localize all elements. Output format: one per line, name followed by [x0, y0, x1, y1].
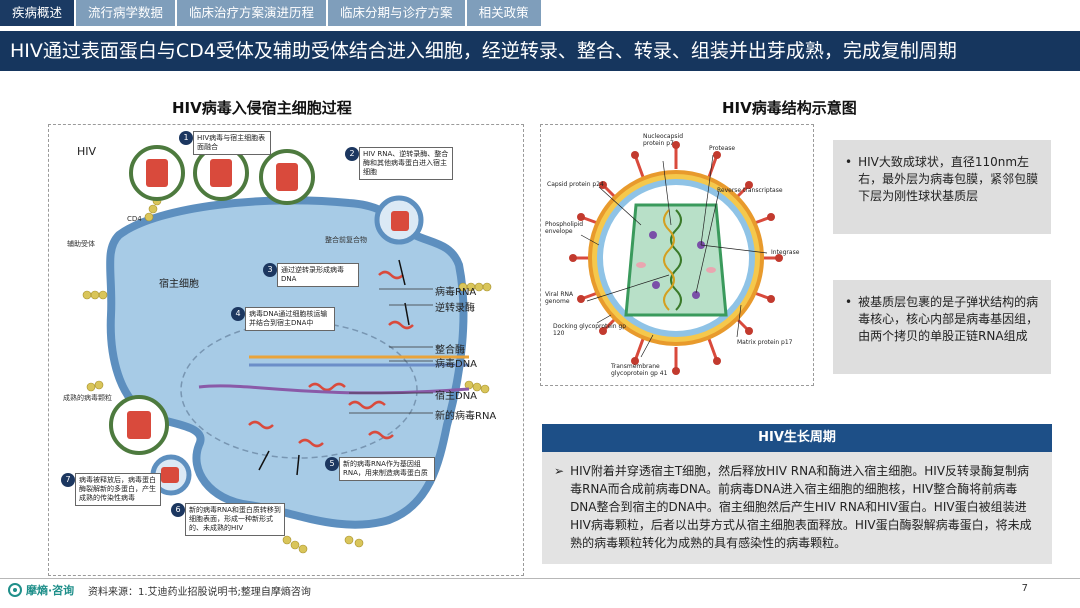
structure-info-2: • 被基质层包裹的是子弹状结构的病毒核心，核心内部是病毒基因组，由两个拷贝的单股… [833, 280, 1051, 374]
step-number: 5 [325, 457, 339, 471]
process-arrows [258, 259, 410, 476]
invasion-diagram: HIV CD4 辅助受体 宿主细胞 整合前复合物 病毒RNA 逆转录酶 整合酶 … [48, 124, 524, 576]
capsid [624, 203, 728, 317]
leader-lines [349, 288, 433, 414]
tab-policy[interactable]: 相关政策 [466, 0, 541, 26]
tab-disease-overview[interactable]: 疾病概述 [0, 0, 75, 26]
step-text: 新的病毒RNA和蛋白质转移到细胞表面，形成一种新形式的、未成熟的HIV [185, 503, 285, 536]
source-note: 资料来源：1.艾迪药业招股说明书;整理自摩熵咨询 [88, 587, 311, 598]
label-new-viral-rna: 新的病毒RNA [435, 411, 497, 422]
page-number: 7 [1021, 583, 1028, 594]
tab-epidemiology[interactable]: 流行病学数据 [76, 0, 176, 26]
spike-heads [569, 141, 783, 375]
top-tab-bar: 疾病概述 流行病学数据 临床治疗方案演进历程 临床分期与诊疗方案 相关政策 [0, 0, 1080, 26]
step-number: 4 [231, 307, 245, 321]
label-host-cell: 宿主细胞 [159, 279, 199, 290]
step-number: 6 [171, 503, 185, 517]
label-preintegration: 整合前复合物 [325, 236, 367, 244]
right-section-title: HIV病毒结构示意图 [722, 99, 857, 117]
arrow-bullet-icon: ➢ [554, 464, 565, 478]
structure-leader-lines [580, 154, 768, 358]
bullet-icon: • [845, 155, 853, 169]
tab-treatment-history[interactable]: 临床治疗方案演进历程 [177, 0, 327, 26]
life-cycle-body: ➢ HIV附着并穿透宿主T细胞，然后释放HIV RNA和酶进入宿主细胞。HIV反… [542, 452, 1052, 564]
label-viral-rna-struct: Viral RNA genome [545, 291, 574, 305]
step-number: 2 [345, 147, 359, 161]
left-section-title: HIV病毒入侵宿主细胞过程 [172, 99, 352, 117]
info-text: HIV大致成球状，直径110nm左右，最外层为病毒包膜，紧邻包膜下层为刚性球状基… [858, 155, 1039, 203]
logo-icon [8, 583, 22, 597]
tab-staging-diagnosis[interactable]: 临床分期与诊疗方案 [328, 0, 465, 26]
label-phospholipid: Phospholipid envelope [545, 221, 584, 235]
label-reverse-transcriptase-struct: Reverse transcriptase [717, 187, 783, 194]
virus-structure-diagram: Nucleocapsid protein p7 Protease Capsid … [540, 124, 814, 386]
step-6: 6 新的病毒RNA和蛋白质转移到细胞表面，形成一种新形式的、未成熟的HIV [171, 503, 285, 536]
label-integrase: 整合酶 [435, 345, 465, 356]
step-3: 3 通过逆转录形成病毒DNA [263, 263, 359, 287]
virus-particles [109, 145, 409, 483]
step-7: 7 病毒被释放后，病毒蛋白酶裂解新的多蛋白，产生成熟的传染性病毒 [61, 473, 161, 506]
rna-strands [248, 270, 414, 448]
step-text: 新的病毒RNA作为基因组RNA，用来制造病毒蛋白质 [339, 457, 435, 481]
label-reverse-transcriptase: 逆转录酶 [435, 303, 475, 314]
label-mature-particle: 成熟的病毒颗粒 [63, 394, 112, 402]
label-viral-dna: 病毒DNA [435, 359, 478, 370]
step-2: 2 HIV RNA、逆转录酶、整合酶和其他病毒蛋白进入宿主细胞 [345, 147, 453, 180]
label-transmembrane: Transmembrane glycoprotein gp 41 [611, 363, 668, 377]
label-nucleocapsid: Nucleocapsid protein p7 [643, 133, 684, 147]
step-text: 病毒DNA通过细胞核运输并结合到宿主DNA中 [245, 307, 335, 331]
step-text: HIV RNA、逆转录酶、整合酶和其他病毒蛋白进入宿主细胞 [359, 147, 453, 180]
virus-structure-illustration [569, 141, 783, 375]
life-cycle-text: HIV附着并穿透宿主T细胞，然后释放HIV RNA和酶进入宿主细胞。HIV反转录… [570, 464, 1032, 550]
label-hiv: HIV [77, 145, 97, 158]
step-text: HIV病毒与宿主细胞表面融合 [193, 131, 271, 155]
label-matrix: Matrix protein p17 [737, 339, 793, 346]
logo-text: 摩熵·咨询 [26, 584, 75, 597]
receptor-beads [82, 196, 492, 554]
structure-info-1: • HIV大致成球状，直径110nm左右，最外层为病毒包膜，紧邻包膜下层为刚性球… [833, 140, 1051, 234]
info-text: 被基质层包裹的是子弹状结构的病毒核心，核心内部是病毒基因组，由两个拷贝的单股正链… [858, 295, 1039, 343]
step-text: 通过逆转录形成病毒DNA [277, 263, 359, 287]
footer-divider [0, 578, 1080, 579]
bullet-icon: • [845, 295, 853, 309]
step-text: 病毒被释放后，病毒蛋白酶裂解新的多蛋白，产生成熟的传染性病毒 [75, 473, 161, 506]
life-cycle-header: HIV生长周期 [542, 424, 1052, 452]
step-4: 4 病毒DNA通过细胞核运输并结合到宿主DNA中 [231, 307, 335, 331]
label-integrase-struct: Integrase [771, 249, 800, 256]
page-headline: HIV通过表面蛋白与CD4受体及辅助受体结合进入细胞，经逆转录、整合、转录、组装… [0, 31, 1080, 71]
label-host-dna: 宿主DNA [435, 391, 478, 402]
label-coreceptor: 辅助受体 [67, 240, 95, 248]
label-protease: Protease [709, 145, 736, 152]
step-5: 5 新的病毒RNA作为基因组RNA，用来制造病毒蛋白质 [325, 457, 435, 481]
label-cd4: CD4 [127, 215, 142, 223]
step-number: 3 [263, 263, 277, 277]
label-docking: Docking glycoprotein gp 120 [553, 323, 627, 337]
step-number: 1 [179, 131, 193, 145]
label-capsid: Capsid protein p24 [547, 181, 604, 188]
step-1: 1 HIV病毒与宿主细胞表面融合 [179, 131, 271, 155]
label-viral-rna: 病毒RNA [435, 287, 477, 298]
proteases [636, 262, 716, 273]
step-number: 7 [61, 473, 75, 487]
brand-logo: 摩熵·咨询 [8, 582, 74, 598]
viral-rna [670, 209, 682, 311]
invasion-illustration [82, 145, 492, 554]
dna-strands [198, 355, 470, 395]
